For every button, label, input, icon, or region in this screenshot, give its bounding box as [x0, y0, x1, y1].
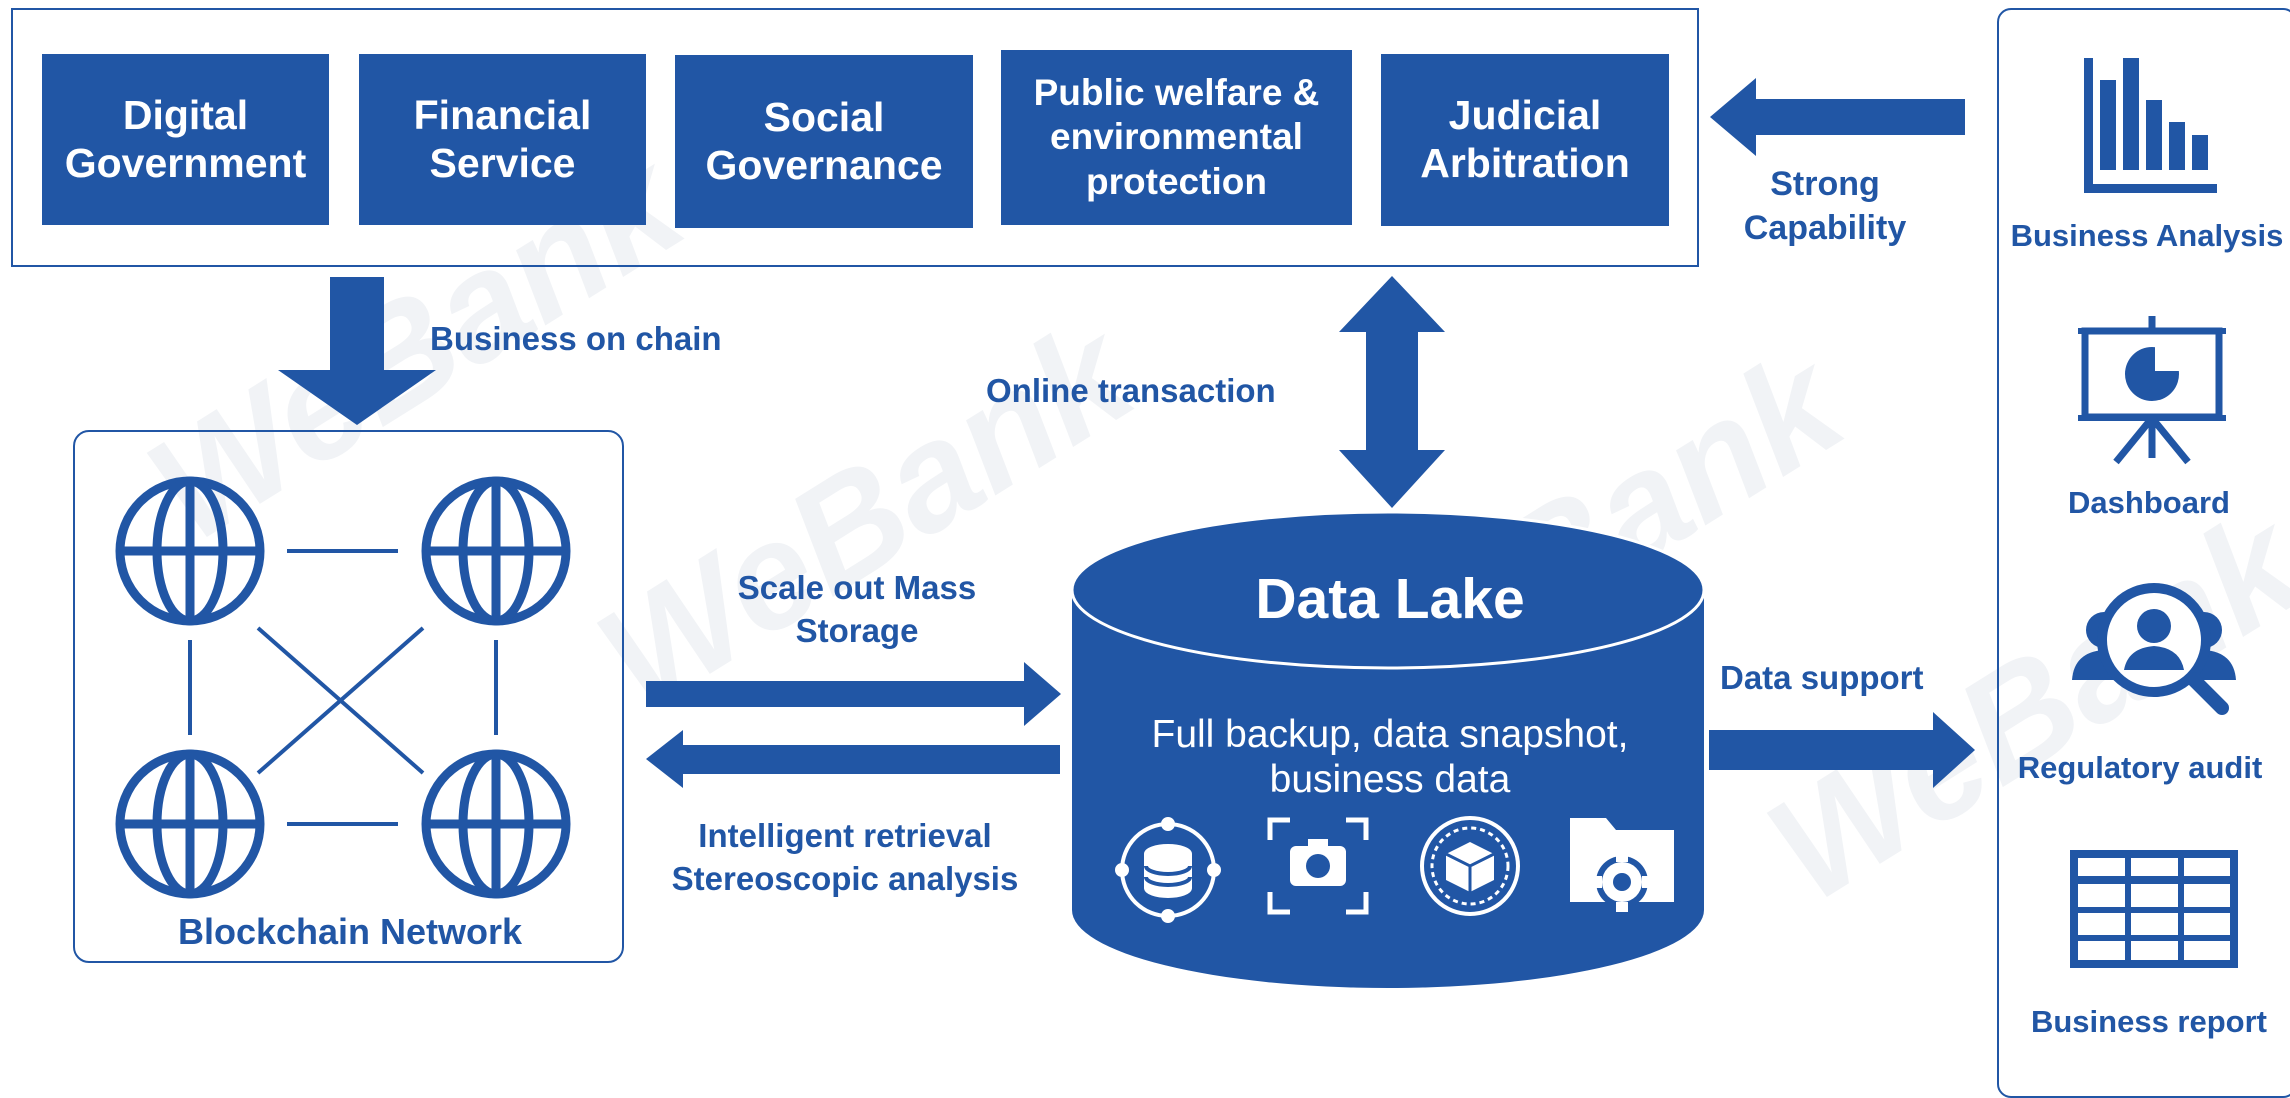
presentation-board-icon — [2078, 316, 2226, 465]
regulatory-audit-label: Regulatory audit — [2017, 750, 2263, 785]
strong-capability-arrow — [1710, 78, 1965, 156]
app-judicial-arbitration: Judicial Arbitration — [1381, 54, 1669, 226]
data-lake-subtitle: Full backup, data snapshot, business dat… — [1151, 713, 1629, 802]
blockchain-network-title: Blockchain Network — [177, 911, 523, 952]
globe-icon — [115, 749, 265, 899]
online-transaction-label: Online transaction — [986, 372, 1276, 409]
business-on-chain-label: Business on chain — [430, 320, 722, 357]
online-transaction-arrow — [1339, 276, 1445, 508]
business-report-label: Business report — [2030, 1004, 2267, 1039]
table-grid-icon — [2070, 850, 2238, 968]
folder-settings-icon — [1570, 818, 1674, 912]
data-support-label: Data support — [1720, 659, 1924, 696]
app-public-welfare: Public welfare & environmental protectio… — [1001, 50, 1352, 225]
scale-out-label: Scale out Mass Storage — [737, 569, 977, 649]
retrieval-arrow — [646, 730, 1060, 788]
bar-chart-icon — [2084, 58, 2217, 193]
globe-icon — [421, 476, 571, 626]
strong-capability-label: Strong Capability — [1743, 165, 1907, 248]
app-digital-government: Digital Government — [42, 54, 329, 225]
camera-icon — [1267, 817, 1369, 915]
globe-icon — [115, 476, 265, 626]
app-social-governance: Social Governance — [675, 55, 973, 228]
cube-icon — [1420, 816, 1520, 916]
dashboard-label: Dashboard — [2068, 485, 2230, 520]
data-support-arrow — [1709, 712, 1975, 788]
applications-panel — [11, 8, 1699, 267]
business-on-chain-arrow — [278, 277, 436, 425]
network-connections — [188, 549, 498, 826]
data-lake-cylinder — [1070, 510, 1706, 988]
business-analysis-label: Business Analysis — [2010, 218, 2284, 253]
blockchain-network-panel — [73, 430, 624, 963]
app-financial-service: Financial Service — [359, 54, 646, 225]
scale-out-arrow — [646, 662, 1061, 726]
users-magnifier-icon — [2072, 583, 2236, 715]
globe-icon — [421, 749, 571, 899]
database-icon — [1115, 817, 1221, 923]
data-lake-title: Data Lake — [1255, 567, 1525, 631]
retrieval-label: Intelligent retrieval Stereoscopic analy… — [671, 817, 1019, 897]
